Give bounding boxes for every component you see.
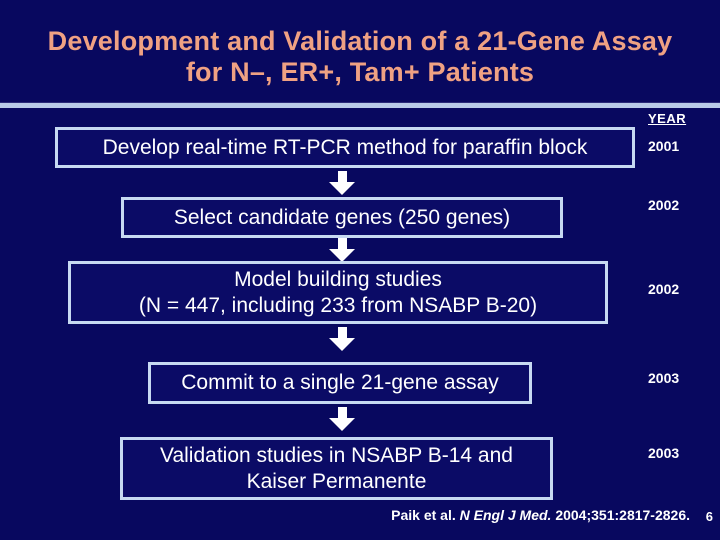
flow-step-4-box: Commit to a single 21-gene assay [148, 362, 532, 404]
flow-step-3-text-line-2: (N = 447, including 233 from NSABP B-20) [138, 293, 538, 317]
year-label-2: 2002 [648, 197, 680, 213]
arrow-stem [337, 327, 347, 338]
arrow-head [329, 418, 355, 431]
arrow-stem [337, 407, 347, 418]
year-column-header: YEAR [648, 111, 687, 126]
arrow-stem [337, 171, 347, 182]
flow-step-5-box: Validation studies in NSABP B-14 and Kai… [120, 437, 553, 500]
arrow-down-icon-4 [329, 407, 355, 431]
flow-step-1-text: Develop real-time RT-PCR method for para… [102, 135, 588, 159]
arrow-down-icon-2 [329, 238, 355, 262]
arrow-head [329, 249, 355, 262]
year-label-5: 2003 [648, 445, 680, 461]
slide-title-line-2: for N–, ER+, Tam+ Patients [185, 57, 535, 87]
citation-reference: 2004;351:2817-2826. [555, 507, 690, 523]
slide-title: Development and Validation of a 21-Gene … [0, 26, 720, 88]
citation-footer: Paik et al. N Engl J Med. 2004;351:2817-… [391, 507, 690, 523]
citation-journal: N Engl J Med. [459, 507, 556, 523]
arrow-stem [337, 238, 347, 249]
flow-step-5-text-line-1: Validation studies in NSABP B-14 and [160, 443, 513, 467]
flow-step-2-text: Select candidate genes (250 genes) [173, 205, 511, 229]
arrow-down-icon-1 [329, 171, 355, 195]
year-label-4: 2003 [648, 370, 680, 386]
arrow-head [329, 338, 355, 351]
year-label-1: 2001 [648, 138, 680, 154]
flow-step-3-box: Model building studies (N = 447, includi… [68, 261, 608, 324]
arrow-head [329, 182, 355, 195]
year-label-3: 2002 [648, 281, 680, 297]
flow-step-3-text-line-1: Model building studies [234, 267, 442, 291]
title-divider-rule [0, 102, 720, 108]
flow-step-5-text-line-2: Kaiser Permanente [246, 469, 427, 493]
slide-number: 6 [705, 509, 713, 524]
flow-step-1-box: Develop real-time RT-PCR method for para… [55, 127, 635, 168]
arrow-down-icon-3 [329, 327, 355, 351]
slide-title-line-1: Development and Validation of a 21-Gene … [47, 26, 673, 56]
flow-step-2-box: Select candidate genes (250 genes) [121, 197, 563, 238]
citation-authors: Paik et al. [391, 507, 460, 523]
flow-step-4-text: Commit to a single 21-gene assay [181, 371, 499, 394]
